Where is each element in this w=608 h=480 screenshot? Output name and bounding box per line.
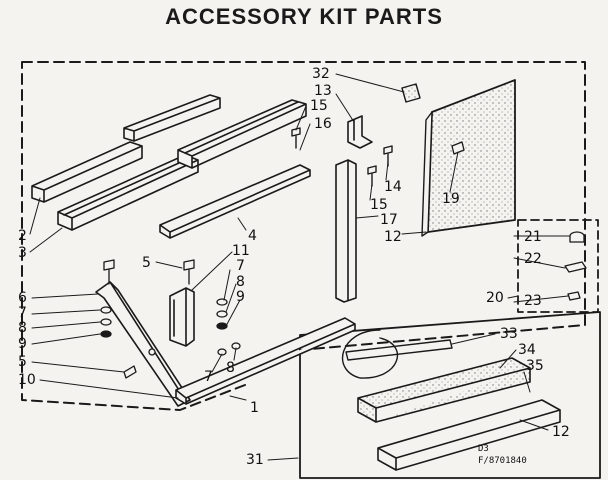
callout-21: 21	[524, 229, 542, 245]
bracket-13	[347, 115, 373, 149]
callout-7: 7	[18, 305, 27, 321]
callout-34: 34	[518, 342, 536, 358]
small-parts	[564, 231, 587, 301]
callout-10: 10	[18, 372, 36, 388]
callout-31: 31	[246, 452, 264, 468]
diagram-code: D3	[478, 444, 489, 454]
kit-outline-dashed	[21, 61, 586, 411]
callout-13: 13	[314, 83, 332, 99]
callout-1: 1	[250, 400, 259, 416]
hardware-set	[100, 259, 241, 379]
side-panel-34	[357, 357, 531, 423]
rail-2	[31, 141, 143, 203]
side-panel-box	[299, 311, 601, 479]
callout-12: 12	[552, 424, 570, 440]
leg-6	[95, 281, 191, 407]
callout-35: 35	[526, 358, 544, 374]
callout-32: 32	[312, 66, 330, 82]
callout-8: 8	[18, 320, 27, 336]
callout-9: 9	[236, 289, 245, 305]
callout-33: 33	[500, 326, 518, 342]
screw-19	[451, 141, 465, 155]
callout-12: 12	[384, 229, 402, 245]
side-panel-35	[377, 399, 561, 471]
bracket-11	[169, 287, 195, 347]
rail-top	[123, 94, 221, 142]
callout-2: 2	[18, 228, 27, 244]
callout-4: 4	[248, 228, 257, 244]
callout-8: 8	[236, 274, 245, 290]
seal-33-loop	[341, 329, 399, 379]
screw-15-side	[367, 165, 377, 187]
callout-8: 8	[226, 360, 235, 376]
callout-23: 23	[524, 293, 542, 309]
callout-5: 5	[142, 255, 151, 271]
channel-lower	[175, 317, 356, 405]
callout-19: 19	[442, 191, 460, 207]
channel-3	[57, 154, 199, 231]
callout-9: 9	[18, 336, 27, 352]
diagram-title: ACCESSORY KIT PARTS	[165, 4, 443, 29]
callout-15: 15	[310, 98, 328, 114]
callout-7: 7	[204, 369, 213, 385]
post-17	[335, 159, 357, 303]
panel-12	[427, 79, 516, 233]
callout-5: 5	[18, 354, 27, 370]
callout-7: 7	[236, 258, 245, 274]
channel-16	[177, 99, 307, 169]
callout-11: 11	[232, 243, 250, 259]
foam-32	[401, 83, 421, 103]
callout-17: 17	[380, 212, 398, 228]
callout-3: 3	[18, 245, 27, 261]
callout-20: 20	[486, 290, 504, 306]
callout-6: 6	[18, 290, 27, 306]
screw-15-top	[291, 127, 301, 149]
callout-22: 22	[524, 251, 542, 267]
callout-16: 16	[314, 116, 332, 132]
leader-lines	[29, 73, 571, 461]
strip-4	[159, 164, 311, 239]
seal-33	[345, 339, 453, 361]
callout-14: 14	[384, 179, 402, 195]
callout-15: 15	[370, 197, 388, 213]
part-number: F/8701840	[478, 456, 527, 466]
